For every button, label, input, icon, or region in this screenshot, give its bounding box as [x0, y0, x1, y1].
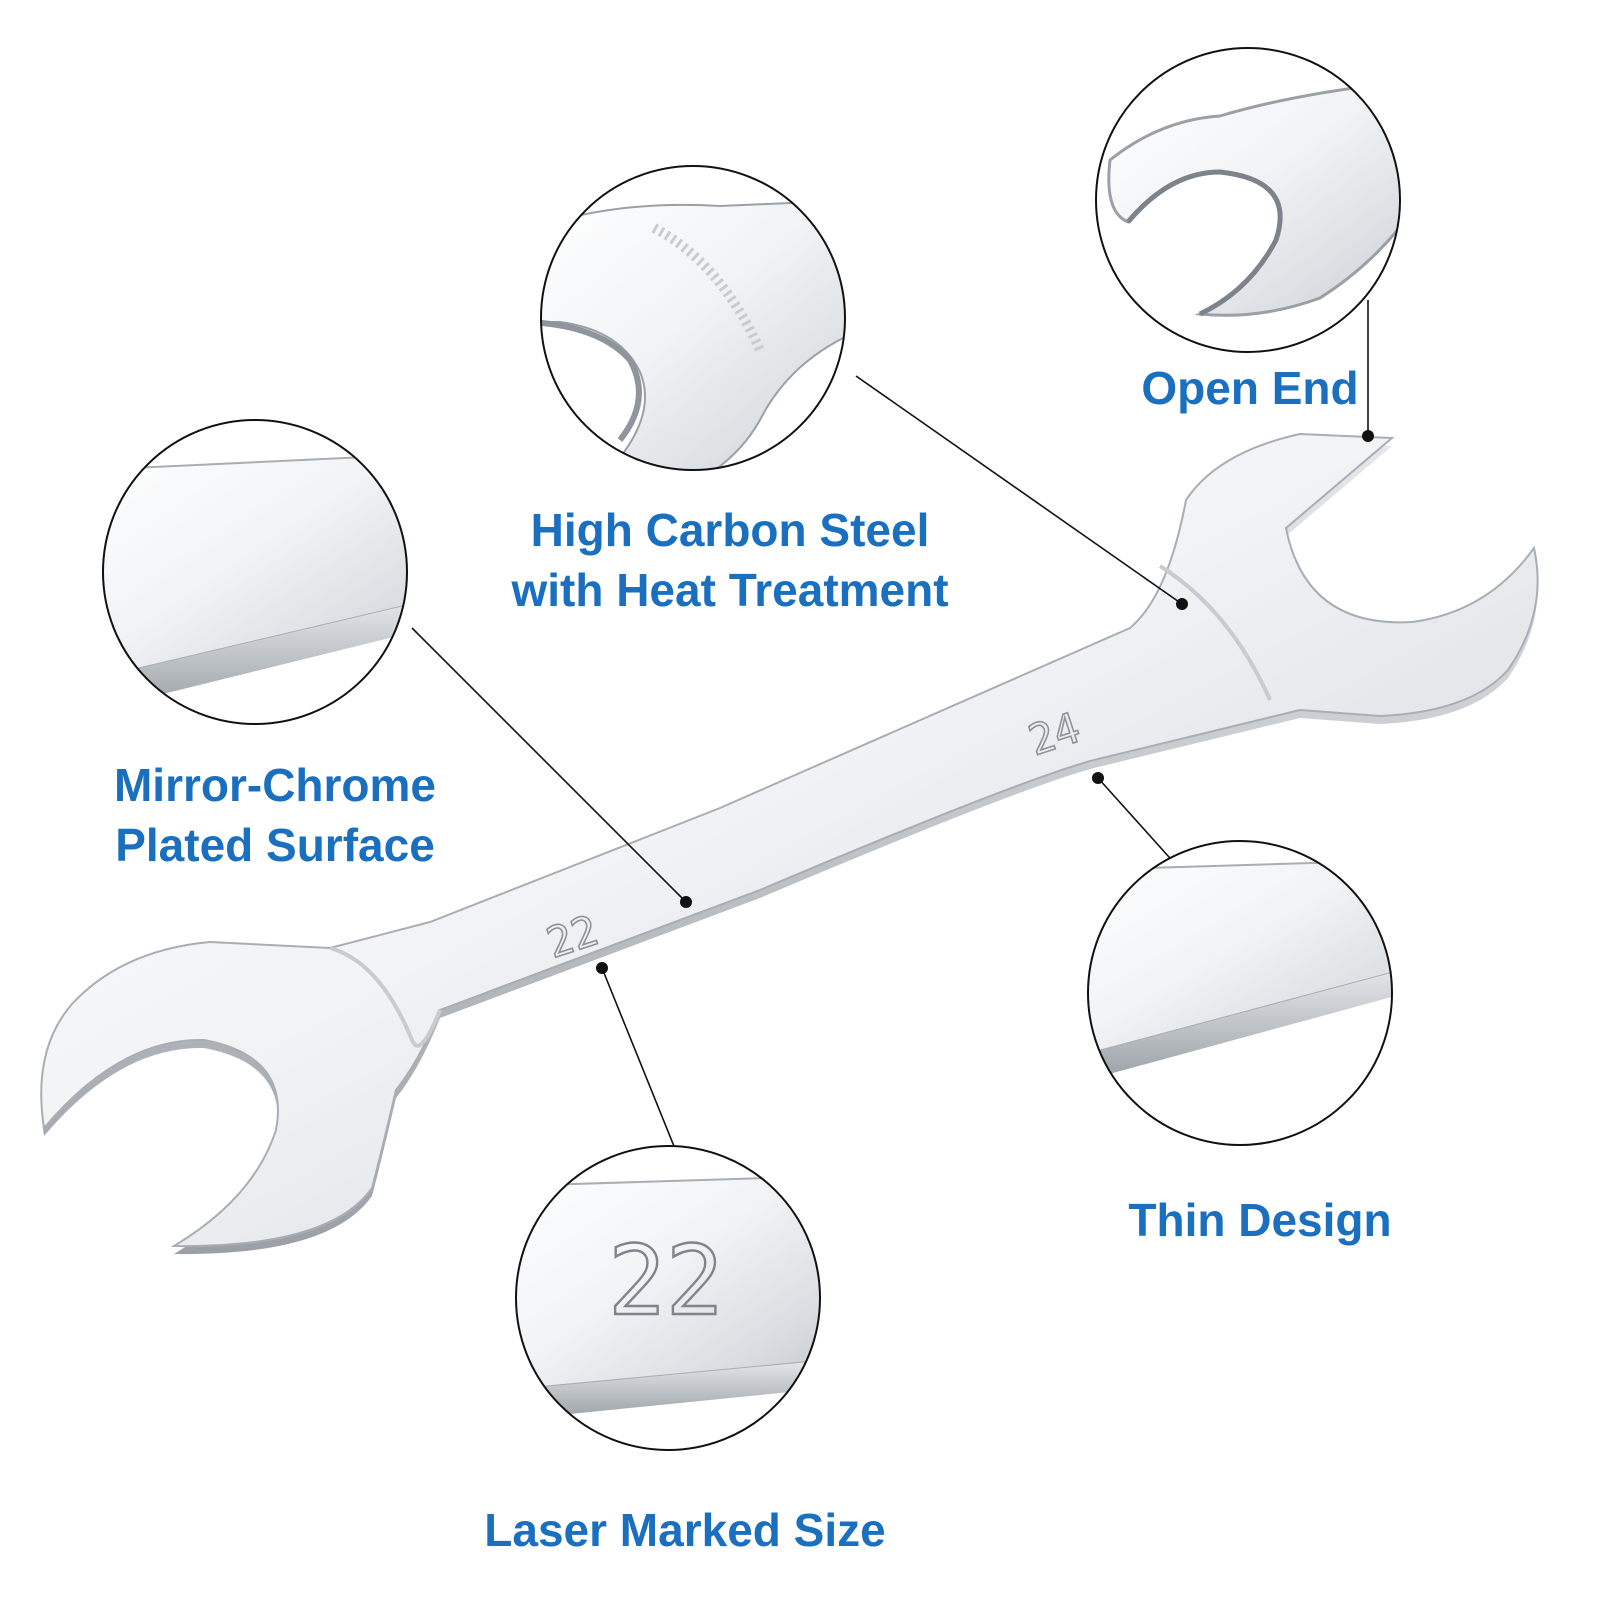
- callout-dots: [596, 430, 1374, 974]
- double-open-end-wrench: 22 24: [40, 432, 1539, 1255]
- callout-steel-line-1: High Carbon Steel: [530, 504, 930, 556]
- laser-size-mark: 22: [608, 1225, 724, 1337]
- dot-laser: [596, 962, 608, 974]
- leader-lines: [411, 300, 1369, 1167]
- callout-label-high-carbon-steel: High Carbon Steel with Heat Treatment: [460, 500, 1000, 620]
- dot-chrome: [680, 896, 692, 908]
- leader-chrome: [411, 627, 687, 903]
- callout-chrome-line-2: Plated Surface: [115, 819, 435, 871]
- leader-laser: [601, 967, 683, 1167]
- detail-circle-open-end: [1095, 47, 1401, 353]
- wrench-neck-left: [329, 946, 442, 1048]
- chrome-closeup: [103, 452, 407, 682]
- callout-steel-line-2: with Heat Treatment: [511, 564, 949, 616]
- leader-steel: [855, 375, 1183, 605]
- callout-label-mirror-chrome: Mirror-Chrome Plated Surface: [70, 755, 480, 875]
- thin-closeup: [1088, 858, 1392, 1058]
- detail-circle-thin: [1087, 840, 1393, 1146]
- callout-open-end-line-1: Open End: [1141, 362, 1359, 414]
- dot-thin: [1092, 772, 1104, 784]
- wrench-neck-right: [1158, 564, 1272, 701]
- dot-steel: [1176, 598, 1188, 610]
- detail-circle-chrome: [102, 419, 408, 725]
- detail-circle-laser: 22: [515, 1145, 821, 1451]
- callout-laser-line-1: Laser Marked Size: [484, 1504, 886, 1556]
- laser-closeup: [516, 1174, 820, 1392]
- callout-thin-line-1: Thin Design: [1128, 1194, 1392, 1246]
- callout-label-laser-marked-size: Laser Marked Size: [440, 1500, 930, 1560]
- detail-circle-steel: [540, 165, 846, 471]
- callout-label-open-end: Open End: [1130, 358, 1370, 418]
- callout-chrome-line-1: Mirror-Chrome: [113, 759, 437, 811]
- dot-open-end: [1362, 430, 1374, 442]
- callout-label-thin-design: Thin Design: [1110, 1190, 1410, 1250]
